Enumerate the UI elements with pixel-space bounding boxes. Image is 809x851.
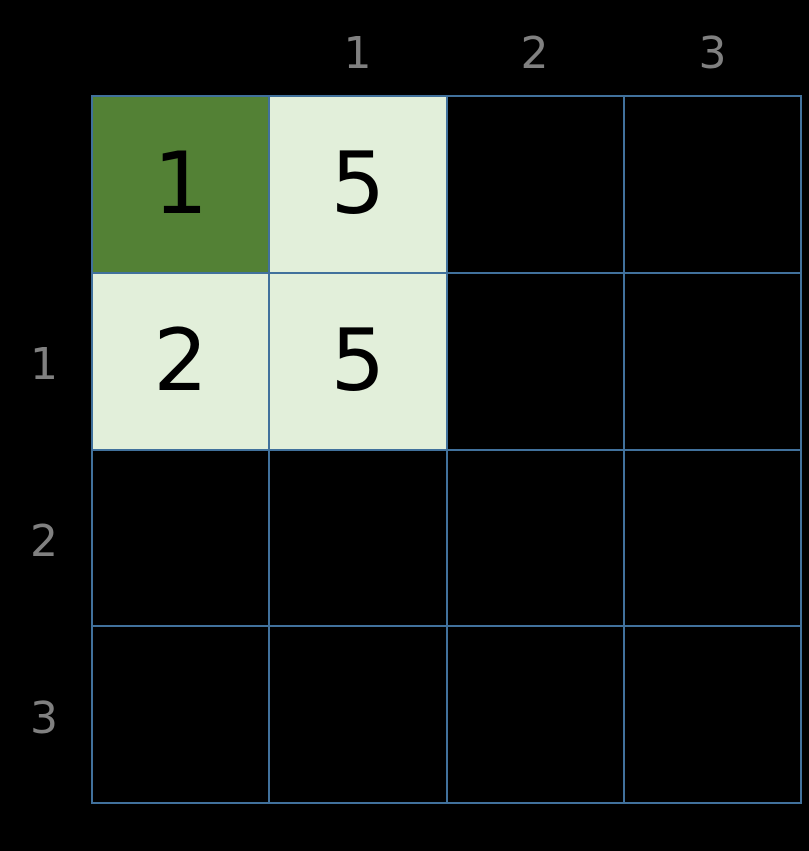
grid-cell-0-1: 5 <box>269 96 447 273</box>
grid-cell-2-3 <box>623 449 801 627</box>
row-header-3: 3 <box>30 693 58 744</box>
grid-cell-3-1 <box>269 626 447 803</box>
grid-cell-0-3 <box>623 96 801 273</box>
grid-cell-1-2 <box>446 272 624 450</box>
grid-cell-1-0: 2 <box>92 272 270 450</box>
grid-cell-0-2 <box>446 96 624 273</box>
grid-cell-3-0 <box>92 626 270 803</box>
grid-cell-1-1: 5 <box>269 272 447 450</box>
dp-table-grid: 1 5 2 5 <box>91 95 802 804</box>
row-header-2: 2 <box>30 516 58 567</box>
grid-cell-3-3 <box>623 626 801 803</box>
grid-cell-2-0 <box>92 449 270 627</box>
column-header-1: 1 <box>343 28 372 79</box>
column-header-2: 2 <box>520 28 549 79</box>
grid-cell-0-0: 1 <box>92 96 270 273</box>
grid-cell-2-1 <box>269 449 447 627</box>
column-header-3: 3 <box>698 28 727 79</box>
grid-cell-1-3 <box>623 272 801 450</box>
grid-cell-3-2 <box>446 626 624 803</box>
grid-cell-2-2 <box>446 449 624 627</box>
row-header-1: 1 <box>30 339 58 390</box>
